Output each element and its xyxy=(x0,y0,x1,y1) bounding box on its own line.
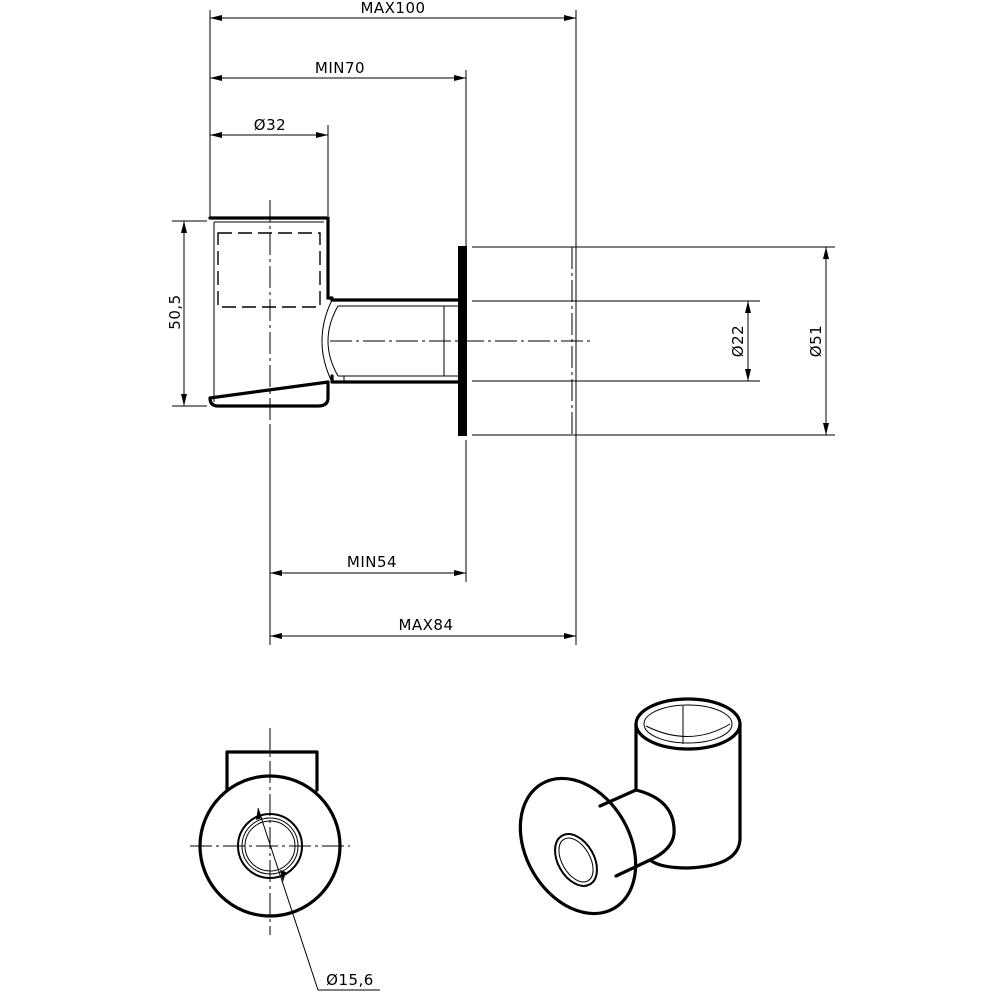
front-top-block xyxy=(225,750,319,792)
dim-d51: Ø51 xyxy=(807,325,825,357)
iso-tube xyxy=(598,788,676,878)
dim-d15-6: Ø15,6 xyxy=(326,971,374,989)
front-flange-circle xyxy=(198,774,342,918)
front-outer-ring xyxy=(237,813,303,879)
side-view: MAX100 MIN70 Ø32 50,5 Ø22 Ø51 MIN54 MAX8… xyxy=(166,0,835,645)
iso-cylinder-body xyxy=(634,722,742,870)
dim-min70: MIN70 xyxy=(315,59,365,77)
cylinder-body xyxy=(208,216,330,408)
dim-d22: Ø22 xyxy=(729,325,747,357)
dim-min54: MIN54 xyxy=(347,553,397,571)
front-view: Ø15,6 xyxy=(190,728,380,991)
isometric-view xyxy=(518,697,742,916)
iso-flange-bore xyxy=(554,833,598,887)
leader-d15-6 xyxy=(257,807,319,991)
hidden-bore xyxy=(217,232,321,308)
dim-max84: MAX84 xyxy=(398,616,453,634)
horizontal-tube xyxy=(326,296,462,384)
flange xyxy=(458,246,467,436)
dim-max100: MAX100 xyxy=(360,0,425,17)
iso-flange xyxy=(518,776,638,916)
dim-d32: Ø32 xyxy=(254,116,286,134)
iso-cylinder-top xyxy=(634,697,742,751)
dimension-lines xyxy=(181,15,829,639)
dim-50-5: 50,5 xyxy=(166,294,184,329)
